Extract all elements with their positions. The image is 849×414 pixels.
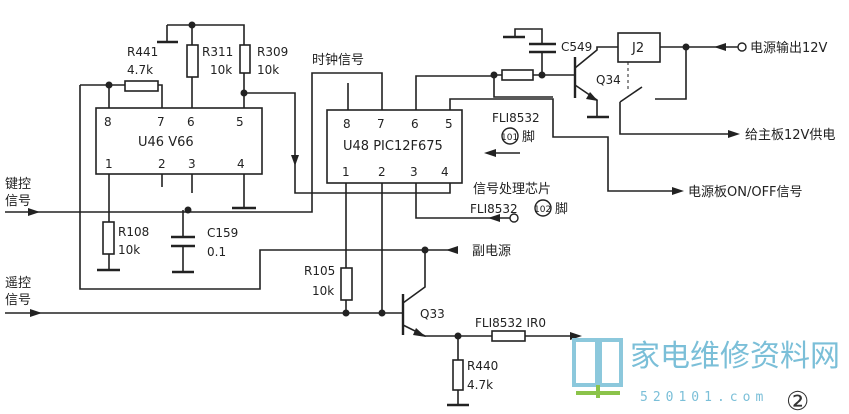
u46-top-network: R311 10k R309 10k R441 4.7k [80,21,451,194]
pin-suffix: 脚 [522,129,535,145]
r311-ref: R311 [202,45,233,59]
resistor-r108 [102,221,115,255]
pin-label: 3 [410,165,418,179]
resistor-ir0 [491,330,526,342]
remote-buffer: 遥控 信号 Q33 FLI8532 IR0 R440 4.7k [5,250,582,407]
resistor-base [501,69,534,81]
arrow-icon [488,214,500,222]
clock-signal-label: 时钟信号 [312,52,364,68]
book-icon [572,338,623,387]
arrow-icon [291,155,299,166]
pin-label: 1 [342,165,350,179]
chip-desc-label: 信号处理芯片 [473,182,551,197]
r441-ref: R441 [127,45,158,59]
r108-value: 10k [118,243,140,257]
c549-ref: C549 [561,40,592,54]
pin-label: 4 [441,165,449,179]
pin-label: 8 [343,117,351,131]
pin101-number: 101 [501,133,518,143]
key-signal-label: 键控 [5,177,31,192]
chip-name: U46 V66 [138,135,194,150]
resistor-r440 [452,359,464,391]
remote-signal-label: 信号 [5,293,31,308]
resistor-r105 [340,267,353,301]
pin-label: 2 [158,157,166,171]
pin-label: 6 [187,115,195,129]
pin-label: 7 [157,115,165,129]
pin101-chip-label: FLI8532 [492,111,540,125]
terminal-icon [509,213,519,223]
pin-label: 5 [236,115,244,129]
resistor-r309 [239,44,251,74]
arrow-icon [714,43,726,51]
pin-label: 5 [445,117,453,131]
q33-ref: Q33 [420,307,445,321]
u46-bottom-network: R108 10k C159 0.1 键控 信号 时钟信号 副电源 [5,52,511,290]
chip-u46: 8 7 6 5 U46 V66 1 2 3 4 [95,107,263,175]
r105-value: 10k [312,284,334,298]
pin102-chip-label: FLI8532 [470,202,518,216]
r441-value: 4.7k [127,63,153,77]
aux-power-label: 副电源 [472,244,511,259]
j2-ref: J2 [631,41,644,56]
r309-ref: R309 [257,45,288,59]
watermark-logo: 家电维修资料网 520101.com [572,338,840,405]
relay-driver: C549 Q34 J2 电源输出12V 给主板12V供电 [490,28,835,143]
c159-ref: C159 [207,226,238,240]
ir0-label: FLI8532 IR0 [475,316,546,330]
pin102-number: 102 [534,205,551,215]
pin-label: 8 [104,115,112,129]
pin-label: 7 [377,117,385,131]
r108-ref: R108 [118,225,149,239]
figure-number: ② [786,387,809,414]
watermark-title: 家电维修资料网 [630,339,840,374]
resistor-r441 [124,80,159,92]
pin-label: 3 [188,157,196,171]
pin-label: 6 [411,117,419,131]
r440-value: 4.7k [467,378,493,392]
relay-j2 [617,32,661,63]
pin-label: 4 [237,157,245,171]
terminal-icon [737,42,747,52]
pin-label: 1 [105,157,113,171]
arrow-icon [672,187,684,195]
r440-ref: R440 [467,359,498,373]
q34-ref: Q34 [596,73,621,87]
r309-value: 10k [257,63,279,77]
arrow-icon [30,309,42,317]
r311-value: 10k [210,63,232,77]
pin-label: 2 [378,165,386,179]
chip-name: U48 PIC12F675 [343,139,443,154]
arrow-icon [28,208,40,216]
power-output-label: 电源输出12V [750,40,828,56]
arrow-icon [728,130,740,138]
key-signal-label: 信号 [5,194,31,209]
arrow-icon [484,149,496,157]
c159-value: 0.1 [207,245,226,259]
remote-signal-label: 遥控 [5,276,31,291]
resistor-r311 [186,44,199,78]
main-board-power-label: 给主板12V供电 [745,128,835,143]
on-off-signal-label: 电源板ON/OFF信号 [688,185,803,200]
chip-u48: 8 7 6 5 U48 PIC12F675 1 2 3 4 电源板ON/OFF信… [304,75,803,313]
r105-ref: R105 [304,264,335,278]
arrow-icon [446,246,458,254]
watermark-url: 520101.com [640,390,768,405]
pin-suffix: 脚 [555,201,568,217]
